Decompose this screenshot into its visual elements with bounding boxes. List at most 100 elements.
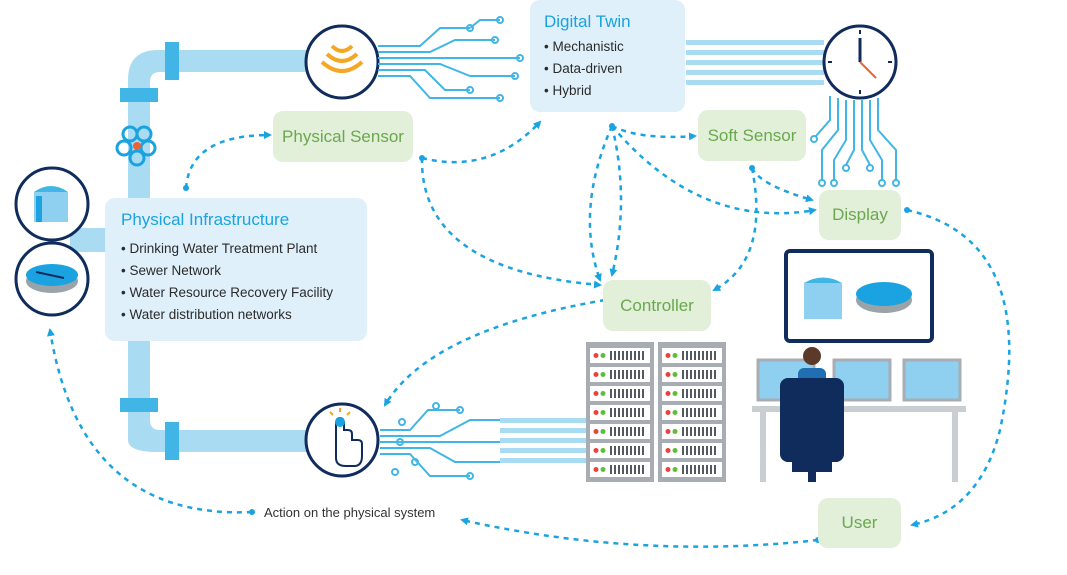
vent-line	[690, 370, 692, 379]
vent-line	[642, 446, 644, 455]
vent-line	[614, 389, 616, 398]
vent-line	[714, 465, 716, 474]
clarifier-icon	[14, 241, 90, 317]
vent-line	[710, 427, 712, 436]
softsensor-dot	[749, 165, 755, 171]
led-red	[593, 467, 599, 472]
vent-line	[642, 465, 644, 474]
vent-line	[694, 389, 696, 398]
vent-line	[694, 465, 696, 474]
vent-line	[634, 351, 636, 360]
led-red	[665, 372, 671, 377]
vent-line	[630, 427, 632, 436]
led-green	[600, 429, 606, 434]
vent-line	[690, 408, 692, 417]
vent-line	[694, 408, 696, 417]
action-dot	[249, 509, 255, 515]
led-green	[672, 353, 678, 358]
vent-line	[626, 427, 628, 436]
user-node: User	[818, 498, 901, 548]
vent-line	[682, 408, 684, 417]
led-green	[672, 429, 678, 434]
vent-line	[610, 427, 612, 436]
physical-infrastructure-box: Physical Infrastructure Drinking Water T…	[105, 198, 367, 341]
vent-line	[706, 465, 708, 474]
vent-line	[690, 351, 692, 360]
vent-line	[610, 408, 612, 417]
vent-line	[626, 370, 628, 379]
led-green	[672, 410, 678, 415]
vent-line	[706, 389, 708, 398]
vent-line	[706, 408, 708, 417]
vent-line	[622, 351, 624, 360]
list-item: Mechanistic	[544, 36, 671, 58]
physical-infrastructure-list: Drinking Water Treatment Plant Sewer Net…	[121, 238, 351, 326]
vent-line	[698, 446, 700, 455]
led-red	[665, 391, 671, 396]
vent-line	[630, 370, 632, 379]
vent-line	[634, 465, 636, 474]
vent-line	[694, 427, 696, 436]
server-data-bars	[500, 418, 586, 463]
led-red	[665, 467, 671, 472]
vent-line	[610, 446, 612, 455]
led-red	[593, 448, 599, 453]
led-red	[593, 353, 599, 358]
circuit-traces-clock	[810, 96, 900, 187]
led-green	[672, 391, 678, 396]
digital-twin-list: Mechanistic Data-driven Hybrid	[544, 36, 671, 102]
vent-line	[682, 370, 684, 379]
circuit-traces-sensor	[378, 16, 524, 102]
touch-hand-icon	[304, 402, 380, 478]
vent-line	[702, 370, 704, 379]
physical-sensor-node: Physical Sensor	[273, 111, 413, 162]
list-item: Hybrid	[544, 80, 671, 102]
vent-line	[686, 446, 688, 455]
water-tank-icon	[14, 166, 90, 242]
digital-twin-box: Digital Twin Mechanistic Data-driven Hyb…	[530, 0, 685, 112]
vent-line	[710, 446, 712, 455]
list-item: Drinking Water Treatment Plant	[121, 238, 351, 260]
vent-line	[690, 446, 692, 455]
vent-line	[698, 351, 700, 360]
vent-line	[638, 389, 640, 398]
twin-dot	[609, 123, 615, 129]
vent-line	[630, 446, 632, 455]
vent-line	[614, 408, 616, 417]
vent-line	[694, 351, 696, 360]
vent-line	[702, 408, 704, 417]
list-item: Water Resource Recovery Facility	[121, 282, 351, 304]
vent-line	[714, 408, 716, 417]
vent-line	[618, 465, 620, 474]
soft-sensor-node: Soft Sensor	[698, 110, 806, 161]
vent-line	[638, 351, 640, 360]
valve-icon	[115, 125, 157, 167]
led-green	[600, 448, 606, 453]
vent-line	[638, 446, 640, 455]
led-green	[672, 467, 678, 472]
vent-line	[694, 446, 696, 455]
vent-line	[642, 351, 644, 360]
vent-line	[626, 408, 628, 417]
vent-line	[630, 389, 632, 398]
sensor-waves-icon	[304, 24, 380, 100]
vent-line	[642, 370, 644, 379]
vent-line	[622, 465, 624, 474]
vent-line	[686, 427, 688, 436]
list-item: Sewer Network	[121, 260, 351, 282]
vent-line	[610, 370, 612, 379]
led-green	[600, 353, 606, 358]
vent-line	[614, 446, 616, 455]
led-red	[665, 448, 671, 453]
vent-line	[638, 465, 640, 474]
sensor-dot	[419, 155, 425, 161]
led-green	[600, 410, 606, 415]
vent-line	[698, 427, 700, 436]
vent-line	[682, 389, 684, 398]
led-red	[665, 353, 671, 358]
led-green	[600, 391, 606, 396]
led-green	[600, 467, 606, 472]
vent-line	[686, 351, 688, 360]
led-green	[672, 448, 678, 453]
